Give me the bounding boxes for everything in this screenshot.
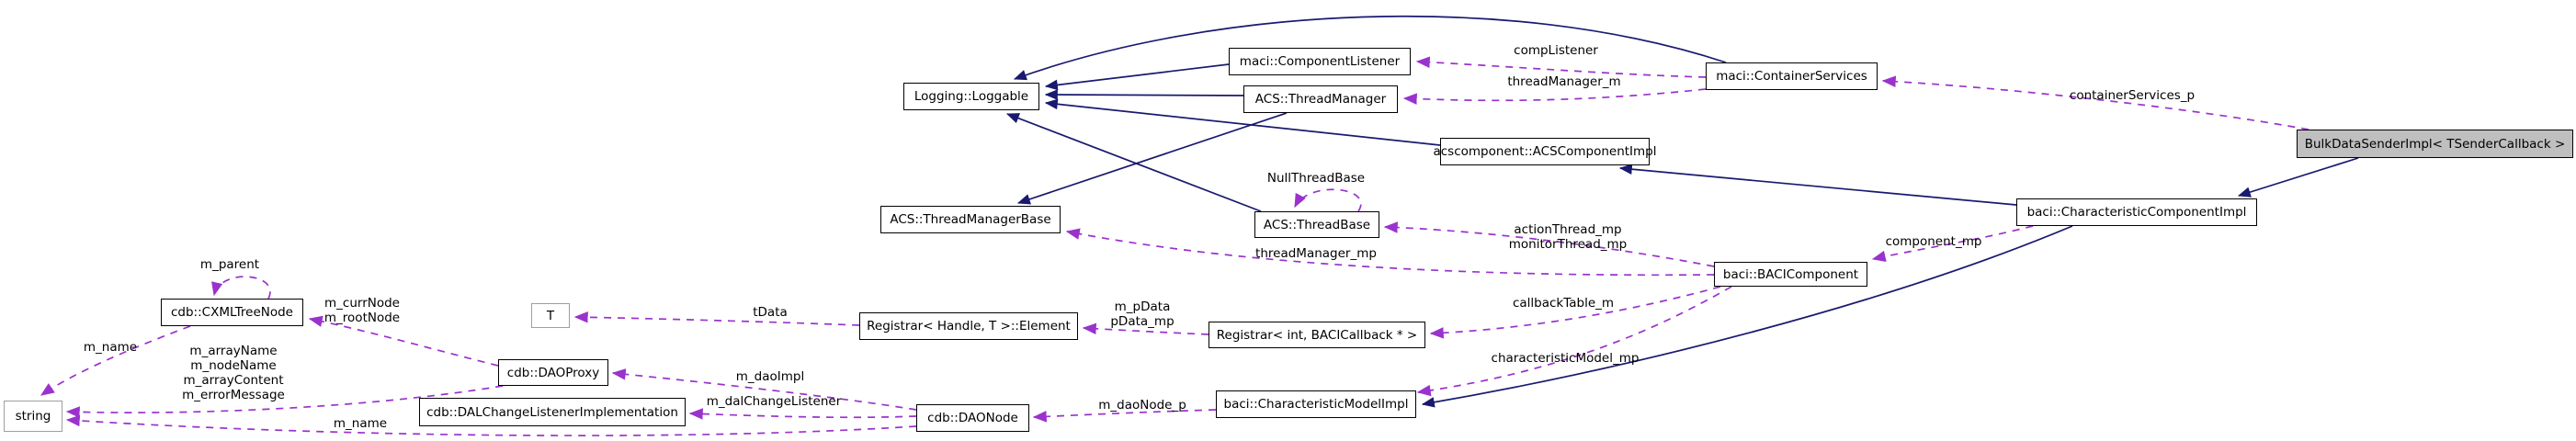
edge-inherit-thread-manager-to-loggable xyxy=(1044,89,1244,100)
edge-label-line: callbackTable_m xyxy=(1512,296,1615,311)
edge-label-line: m_rootNode xyxy=(323,311,401,325)
edge-label-line: monitorThread_mp xyxy=(1508,237,1628,252)
class-node-string: string xyxy=(4,401,62,432)
edge-label-line: m_arrayName xyxy=(189,344,278,358)
edge-label-cxml-tree-node-to-string: m_name xyxy=(84,340,137,355)
class-node-dao-node[interactable]: cdb::DAONode xyxy=(916,404,1029,432)
class-node-loggable[interactable]: Logging::Loggable xyxy=(903,83,1039,110)
edge-inherit-container-services-to-loggable xyxy=(1013,15,1727,81)
edge-use-registrar-element-to-t xyxy=(573,311,860,326)
edge-label-dao-node-to-dao-proxy: m_daoImpl xyxy=(736,369,804,384)
class-node-acs-component-impl[interactable]: acscomponent::ACSComponentImpl xyxy=(1433,138,1657,165)
edge-label-line: m_currNode xyxy=(324,296,400,311)
edge-use-dao-node-to-dao-proxy xyxy=(611,368,917,411)
edge-label-registrar-element-to-t: tData xyxy=(753,305,788,320)
edge-use-registrar-baci-callback-to-registrar-element xyxy=(1082,322,1209,335)
edge-label-line: m_arrayContent xyxy=(183,373,284,388)
edge-use-dao-node-to-dal-change-listener xyxy=(688,408,917,420)
class-node-container-services[interactable]: maci::ContainerServices xyxy=(1706,62,1878,90)
class-node-bulk-data-sender: BulkDataSenderImpl< TSenderCallback > xyxy=(2297,130,2573,158)
edge-label-cxml-tree-node-to-cxml-tree-node: m_parent xyxy=(200,257,259,272)
edge-label-dao-node-to-string: m_name xyxy=(334,416,387,431)
edge-use-dao-node-to-string xyxy=(65,414,917,436)
edge-label-line: containerServices_p xyxy=(2069,88,2196,103)
edge-use-characteristic-component-impl-to-baci-component xyxy=(1871,225,2034,263)
edge-label-dao-node-to-dal-change-listener: m_dalChangeListener xyxy=(707,394,842,409)
edge-label-line: compListener xyxy=(1514,43,1598,58)
edge-use-baci-component-to-characteristic-model-impl xyxy=(1416,286,1732,397)
edge-label-line: m_daoNode_p xyxy=(1098,398,1186,413)
edge-use-container-services-to-thread-manager xyxy=(1402,88,1707,105)
class-node-registrar-element[interactable]: Registrar< Handle, T >::Element xyxy=(859,312,1078,340)
edge-inherit-bulk-data-sender-to-characteristic-component-impl xyxy=(2237,157,2359,198)
edge-label-characteristic-model-impl-to-dao-node: m_daoNode_p xyxy=(1098,398,1186,413)
class-node-characteristic-component-impl[interactable]: baci::CharacteristicComponentImpl xyxy=(2016,198,2257,226)
class-node-registrar-baci-callback[interactable]: Registrar< int, BACICallback * > xyxy=(1209,322,1425,348)
edge-inherit-characteristic-component-impl-to-characteristic-model-impl xyxy=(1421,225,2073,408)
edge-label-line: pData_mp xyxy=(1110,314,1175,329)
class-node-characteristic-model-impl[interactable]: baci::CharacteristicModelImpl xyxy=(1216,390,1416,418)
edge-label-line: threadManager_mp xyxy=(1255,246,1377,261)
class-node-thread-manager-base[interactable]: ACS::ThreadManagerBase xyxy=(880,206,1061,233)
edge-use-bulk-data-sender-to-container-services xyxy=(1881,75,2309,130)
edge-label-baci-component-to-thread-manager-base: threadManager_mp xyxy=(1255,246,1377,261)
edge-label-container-services-to-thread-manager: threadManager_m xyxy=(1507,74,1620,89)
edge-label-line: threadManager_m xyxy=(1507,74,1621,89)
edge-label-line: m_nodeName xyxy=(190,358,277,373)
edge-label-baci-component-to-registrar-baci-callback: callbackTable_m xyxy=(1513,296,1614,311)
edge-inherit-acs-component-impl-to-loggable xyxy=(1044,98,1441,146)
class-node-component-listener[interactable]: maci::ComponentListener xyxy=(1229,48,1411,75)
edge-label-container-services-to-component-listener: compListener xyxy=(1514,43,1598,58)
edge-label-line: m_pData xyxy=(1114,300,1171,314)
class-node-t: T xyxy=(531,303,570,328)
edge-inherit-component-listener-to-loggable xyxy=(1044,63,1230,91)
edge-use-baci-component-to-thread-base xyxy=(1383,221,1715,267)
edge-label-line: characteristicModel_mp xyxy=(1491,351,1640,366)
edge-label-line: actionThread_mp xyxy=(1514,222,1622,237)
class-node-baci-component[interactable]: baci::BACIComponent xyxy=(1714,262,1867,287)
edge-label-line: component_mp xyxy=(1885,234,1982,249)
edge-use-dao-proxy-to-string xyxy=(65,385,504,418)
edge-label-characteristic-component-impl-to-baci-component: component_mp xyxy=(1886,234,1982,249)
edge-use-baci-component-to-thread-manager-base xyxy=(1065,228,1715,277)
edge-use-cxml-tree-node-to-cxml-tree-node xyxy=(211,276,271,300)
edge-use-container-services-to-component-listener xyxy=(1415,56,1707,78)
edge-use-thread-base-to-thread-base xyxy=(1294,188,1362,212)
class-node-cxml-tree-node[interactable]: cdb::CXMLTreeNode xyxy=(161,299,303,326)
edge-label-line: m_name xyxy=(83,340,138,355)
class-node-thread-manager[interactable]: ACS::ThreadManager xyxy=(1243,85,1398,113)
edge-label-thread-base-to-thread-base: NullThreadBase xyxy=(1267,171,1365,186)
edge-inherit-thread-manager-to-thread-manager-base xyxy=(1016,112,1288,205)
class-node-dal-change-listener[interactable]: cdb::DALChangeListenerImplementation xyxy=(419,398,686,426)
edge-use-cxml-tree-node-to-string xyxy=(40,325,191,396)
edge-use-dao-proxy-to-cxml-tree-node xyxy=(308,315,499,367)
class-node-dao-proxy[interactable]: cdb::DAOProxy xyxy=(498,359,608,386)
edge-label-line: m_parent xyxy=(199,257,260,272)
edge-label-line: m_errorMessage xyxy=(182,388,285,402)
edge-label-line: NullThreadBase xyxy=(1266,171,1366,186)
edge-label-line: m_daoImpl xyxy=(735,369,805,384)
edge-inherit-thread-base-to-loggable xyxy=(1005,113,1262,212)
edge-label-line: m_name xyxy=(333,416,388,431)
class-node-thread-base[interactable]: ACS::ThreadBase xyxy=(1254,211,1379,238)
edge-label-baci-component-to-characteristic-model-impl: characteristicModel_mp xyxy=(1492,351,1640,366)
edge-label-line: m_dalChangeListener xyxy=(706,394,842,409)
edge-label-bulk-data-sender-to-container-services: containerServices_p xyxy=(2070,88,2195,103)
edge-inherit-characteristic-component-impl-to-acs-component-impl xyxy=(1618,164,2017,206)
edge-label-line: tData xyxy=(753,305,788,320)
